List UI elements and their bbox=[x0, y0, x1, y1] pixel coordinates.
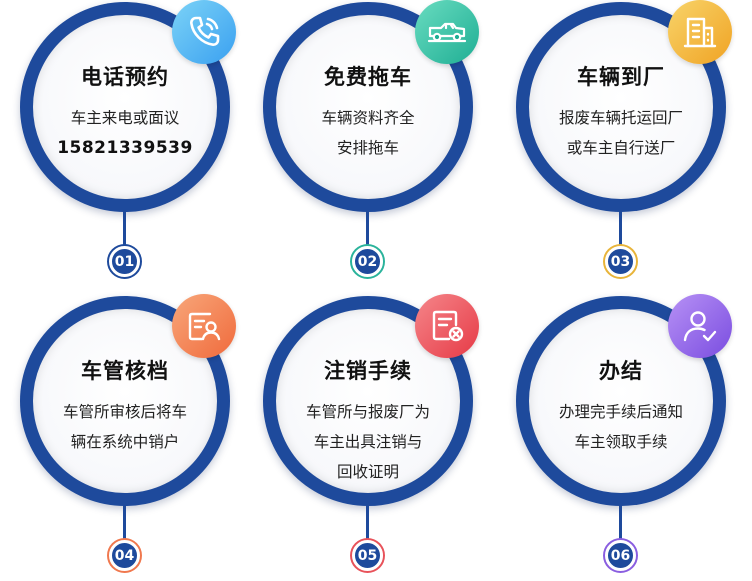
id-card-icon bbox=[188, 312, 221, 341]
step-number-badge: 02 bbox=[352, 246, 383, 277]
step-4: 车管核档 车管所审核后将车 辆在系统中销户 04 bbox=[20, 294, 236, 581]
phone-badge bbox=[172, 0, 236, 64]
building-icon bbox=[683, 17, 717, 48]
connector-line bbox=[619, 504, 622, 540]
step-description: 车辆资料齐全 安排拖车 bbox=[284, 103, 452, 163]
phone-icon bbox=[190, 16, 220, 46]
connector-line bbox=[123, 210, 126, 246]
connector-line bbox=[366, 504, 369, 540]
step-description: 车主来电或面议 15821339539 bbox=[41, 103, 209, 163]
step-desc-line: 车管所审核后将车 bbox=[62, 403, 187, 421]
step-number-badge: 06 bbox=[605, 540, 636, 571]
cancel-document-badge bbox=[415, 294, 479, 358]
step-desc-line: 车辆资料齐全 bbox=[321, 109, 415, 127]
user-check-badge bbox=[668, 294, 732, 358]
step-number-badge: 04 bbox=[109, 540, 140, 571]
step-6: 办结 办理完手续后通知 车主领取手续 06 bbox=[516, 294, 732, 581]
step-2: 免费拖车 车辆资料齐全 安排拖车 02 bbox=[263, 0, 479, 287]
step-title: 车管核档 bbox=[81, 359, 169, 383]
step-title: 电话预约 bbox=[81, 65, 169, 89]
id-card-badge bbox=[172, 294, 236, 358]
cancel-document-icon bbox=[432, 310, 464, 342]
step-5: 注销手续 车管所与报废厂为 车主出具注销与 回收证明 05 bbox=[263, 294, 479, 581]
step-desc-line: 车主来电或面议 bbox=[70, 109, 180, 127]
step-desc-line: 或车主自行送厂 bbox=[566, 139, 676, 157]
step-3: 车辆到厂 报废车辆托运回厂 或车主自行送厂 03 bbox=[516, 0, 732, 287]
connector-line bbox=[619, 210, 622, 246]
phone-number: 15821339539 bbox=[57, 138, 193, 158]
step-description: 车管所审核后将车 辆在系统中销户 bbox=[41, 397, 209, 457]
step-title: 办结 bbox=[599, 359, 643, 383]
step-desc-line: 安排拖车 bbox=[336, 139, 399, 157]
step-desc-line: 辆在系统中销户 bbox=[70, 433, 180, 451]
step-description: 车管所与报废厂为 车主出具注销与 回收证明 bbox=[284, 397, 452, 487]
step-1: 电话预约 车主来电或面议 15821339539 01 bbox=[20, 0, 236, 287]
connector-line bbox=[366, 210, 369, 246]
step-number-badge: 05 bbox=[352, 540, 383, 571]
step-number-badge: 03 bbox=[605, 246, 636, 277]
step-desc-line: 办理完手续后通知 bbox=[558, 403, 683, 421]
step-title: 免费拖车 bbox=[324, 65, 412, 89]
building-badge bbox=[668, 0, 732, 64]
step-desc-line: 回收证明 bbox=[336, 463, 399, 481]
step-number-badge: 01 bbox=[109, 246, 140, 277]
tow-truck-icon bbox=[427, 22, 467, 43]
connector-line bbox=[123, 504, 126, 540]
step-desc-line: 车主领取手续 bbox=[574, 433, 668, 451]
user-check-icon bbox=[683, 311, 717, 342]
step-title: 车辆到厂 bbox=[577, 65, 665, 89]
step-desc-line: 报废车辆托运回厂 bbox=[558, 109, 683, 127]
step-desc-line: 车主出具注销与 bbox=[313, 433, 423, 451]
step-desc-line: 车管所与报废厂为 bbox=[305, 403, 430, 421]
step-description: 办理完手续后通知 车主领取手续 bbox=[537, 397, 705, 457]
tow-truck-badge bbox=[415, 0, 479, 64]
step-title: 注销手续 bbox=[324, 359, 412, 383]
step-description: 报废车辆托运回厂 或车主自行送厂 bbox=[537, 103, 705, 163]
